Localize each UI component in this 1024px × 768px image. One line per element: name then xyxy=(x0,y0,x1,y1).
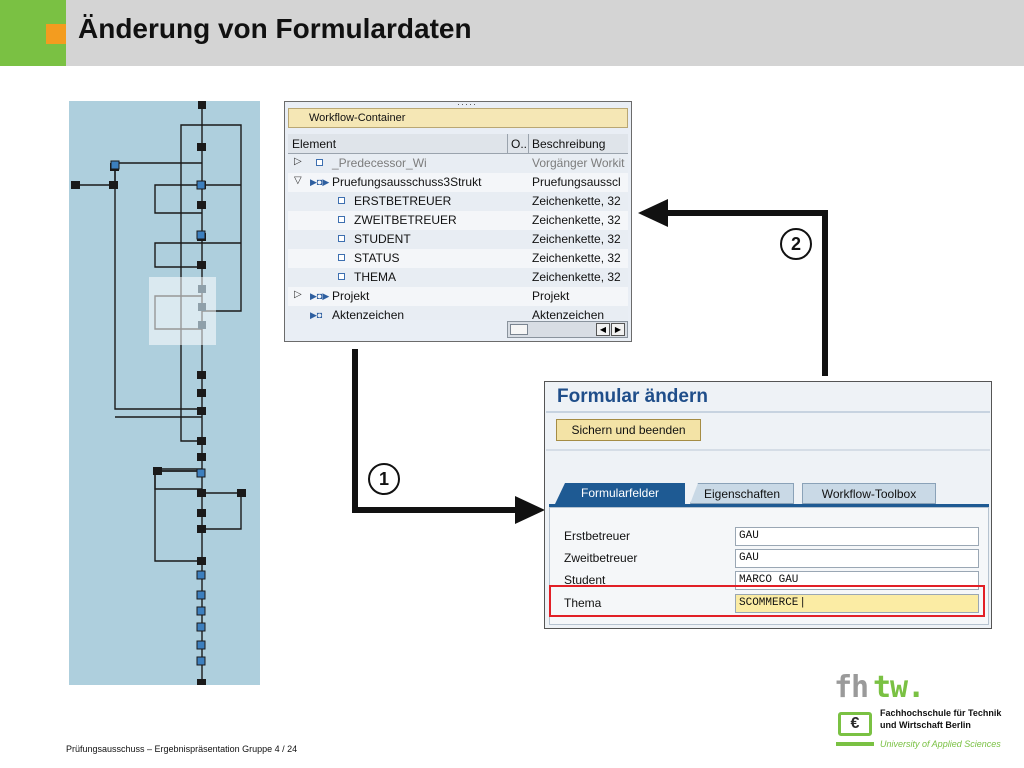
thema-field[interactable]: SCOMMERCE| xyxy=(735,594,979,613)
structure-icon: ▶◘▶ xyxy=(310,291,330,301)
expand-icon[interactable]: ▷ xyxy=(294,289,302,300)
row-description: Zeichenkette, 32 xyxy=(532,194,621,208)
slide-footer: Prüfungsausschuss – Ergebnispräsentation… xyxy=(66,744,298,754)
tab-underline xyxy=(549,504,989,507)
table-row[interactable]: STUDENT Zeichenkette, 32 xyxy=(288,230,628,249)
slide-title: Änderung von Formulardaten xyxy=(78,13,472,44)
zweitbetreuer-field[interactable]: GAU xyxy=(735,549,979,568)
table-row[interactable]: ▷ _Predecessor_Wi Vorgänger Workit xyxy=(288,154,628,173)
row-element: Projekt xyxy=(332,289,370,303)
header-orange-square xyxy=(46,24,66,44)
row-element: Aktenzeichen xyxy=(332,308,405,320)
logo-underline xyxy=(836,742,874,746)
workflow-container-panel: ····· Workflow-Container Element O.. Bes… xyxy=(284,99,632,342)
tab-eigenschaften[interactable]: Eigenschaften xyxy=(690,483,794,504)
row-element: _Predecessor_Wi xyxy=(332,156,427,170)
element-icon xyxy=(338,273,345,280)
arrow-head-right-icon xyxy=(515,496,545,524)
euro-icon: € xyxy=(838,712,872,736)
logo-line-2: und Wirtschaft Berlin xyxy=(880,720,971,730)
thema-highlight-box xyxy=(549,585,985,617)
row-description: Zeichenkette, 32 xyxy=(532,251,621,265)
column-divider[interactable] xyxy=(507,134,508,154)
row-description: Zeichenkette, 32 xyxy=(532,213,621,227)
tab-workflow-toolbox[interactable]: Workflow-Toolbox xyxy=(802,483,936,504)
table-row[interactable]: ZWEITBETREUER Zeichenkette, 32 xyxy=(288,211,628,230)
row-description: Pruefungsausscl xyxy=(532,175,621,189)
row-element: ZWEITBETREUER xyxy=(354,213,457,227)
row-description: Zeichenkette, 32 xyxy=(532,270,621,284)
element-icon xyxy=(338,235,345,242)
expand-icon[interactable]: ▷ xyxy=(294,156,302,167)
table-row[interactable]: THEMA Zeichenkette, 32 xyxy=(288,268,628,287)
structure-icon: ▶◘▶ xyxy=(310,177,330,187)
row-description: Vorgänger Workit xyxy=(532,156,625,170)
tab-formularfelder[interactable]: Formularfelder xyxy=(555,483,685,504)
workflow-diagram xyxy=(69,101,260,685)
structure-icon: ▶◘ xyxy=(310,310,323,320)
logo-line-3: University of Applied Sciences xyxy=(880,739,1001,749)
htw-logo-tw: tw. xyxy=(873,670,925,705)
logo-line-1: Fachhochschule für Technik xyxy=(880,708,1002,718)
form-title: Formular ändern xyxy=(557,386,708,407)
scrollbar-thumb[interactable] xyxy=(510,324,528,335)
arrow-head-left-icon xyxy=(638,199,668,227)
element-icon xyxy=(338,216,345,223)
field-label-thema: Thema xyxy=(564,596,602,610)
container-tree: ▷ _Predecessor_Wi Vorgänger Workit ▽ ▶◘▶… xyxy=(288,154,628,320)
table-row[interactable]: ERSTBETREUER Zeichenkette, 32 xyxy=(288,192,628,211)
table-header: Element O.. Beschreibung xyxy=(288,134,628,154)
row-element: ERSTBETREUER xyxy=(354,194,452,208)
collapse-icon[interactable]: ▽ xyxy=(294,175,302,186)
htw-logo-fh: fh xyxy=(834,670,869,705)
table-row[interactable]: ▶◘ Aktenzeichen Aktenzeichen xyxy=(288,306,628,320)
column-header-o[interactable]: O.. xyxy=(511,137,528,151)
slide-header: Änderung von Formulardaten xyxy=(0,0,1024,66)
scroll-left-icon[interactable]: ◀ xyxy=(596,323,610,336)
toolbar-divider xyxy=(546,449,990,451)
row-description: Aktenzeichen xyxy=(532,308,605,320)
scroll-right-icon[interactable]: ▶ xyxy=(611,323,625,336)
row-element: Pruefungsausschuss3Strukt xyxy=(332,175,482,189)
row-description: Projekt xyxy=(532,289,570,303)
element-icon xyxy=(316,159,323,166)
row-element: STATUS xyxy=(354,251,400,265)
row-description: Zeichenkette, 32 xyxy=(532,232,621,246)
step-badge-2: 2 xyxy=(780,228,812,260)
element-icon xyxy=(338,254,345,261)
title-divider xyxy=(546,411,990,413)
column-header-beschreibung[interactable]: Beschreibung xyxy=(532,137,606,151)
field-label-student: Student xyxy=(564,573,606,587)
form-edit-window: Formular ändern Sichern und beenden Form… xyxy=(544,381,992,629)
table-row[interactable]: STATUS Zeichenkette, 32 xyxy=(288,249,628,268)
field-label-zweitbetreuer: Zweitbetreuer xyxy=(564,551,638,565)
table-row[interactable]: ▷ ▶◘▶ Projekt Projekt xyxy=(288,287,628,306)
workflow-graph xyxy=(71,101,246,685)
step-badge-1: 1 xyxy=(368,463,400,495)
table-row[interactable]: ▽ ▶◘▶ Pruefungsausschuss3Strukt Pruefung… xyxy=(288,173,628,192)
panel-grip-icon[interactable]: ····· xyxy=(457,99,477,109)
erstbetreuer-field[interactable]: GAU xyxy=(735,527,979,546)
column-divider[interactable] xyxy=(528,134,529,154)
column-header-element[interactable]: Element xyxy=(292,137,337,151)
row-element: STUDENT xyxy=(354,232,411,246)
horizontal-scrollbar[interactable]: ◀ ▶ xyxy=(507,321,628,338)
save-and-exit-button[interactable]: Sichern und beenden xyxy=(556,419,701,441)
container-title: Workflow-Container xyxy=(288,108,628,128)
row-element: THEMA xyxy=(354,270,396,284)
element-icon xyxy=(338,197,345,204)
field-label-erstbetreuer: Erstbetreuer xyxy=(564,529,631,543)
text-cursor: | xyxy=(799,597,807,609)
